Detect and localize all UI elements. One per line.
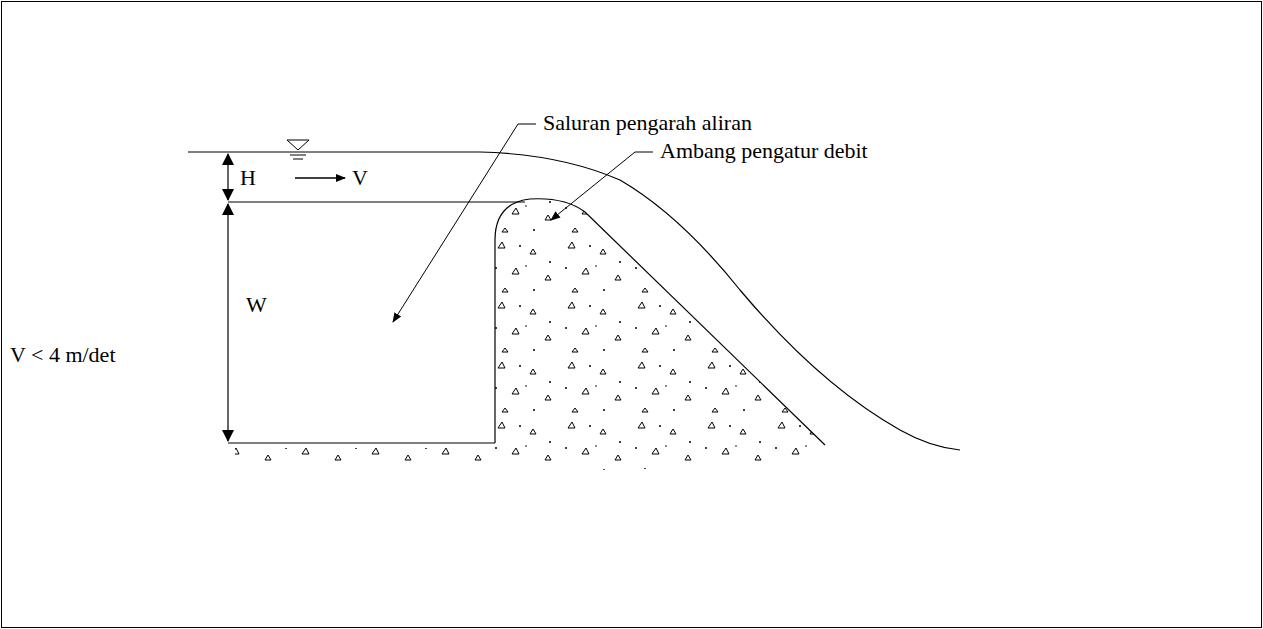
dimension-label: H <box>240 167 256 189</box>
callout-label: Saluran pengarah aliran <box>543 112 752 134</box>
dimension-label: W <box>246 294 267 316</box>
note-label: V < 4 m/det <box>10 344 116 366</box>
callout-label: Ambang pengatur debit <box>660 140 868 162</box>
velocity-label: V <box>352 167 368 189</box>
